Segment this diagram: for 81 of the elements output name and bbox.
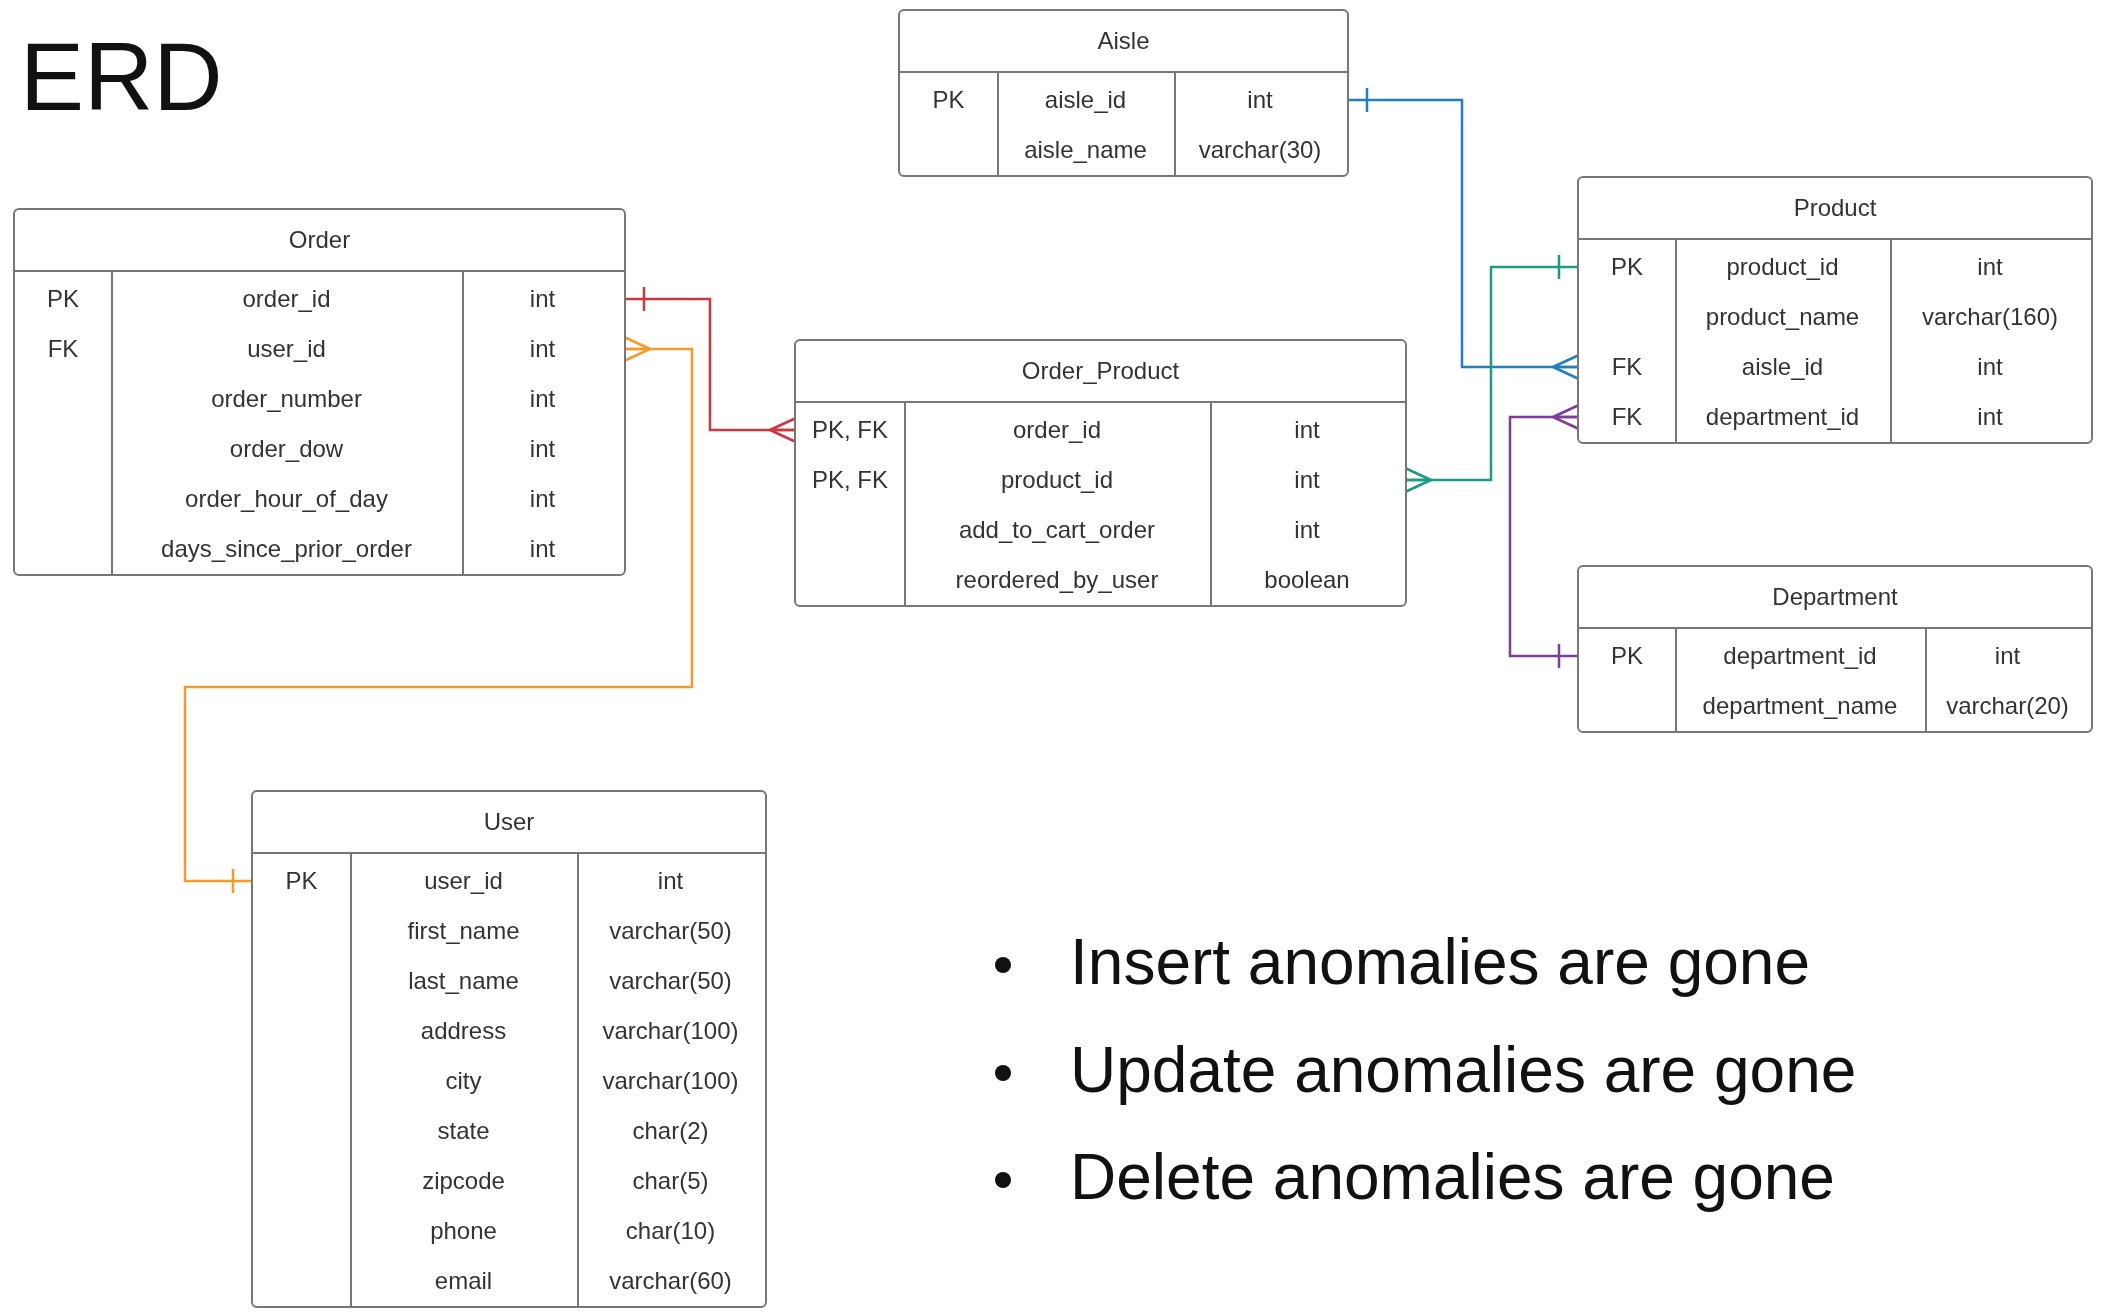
column-name: city [444, 1066, 483, 1096]
data-type: int [528, 534, 557, 564]
column-name: user_id [246, 334, 327, 364]
data-type: varchar(100) [601, 1066, 740, 1096]
data-type: char(5) [631, 1166, 710, 1196]
table-title: Order [288, 226, 351, 254]
bullet-text: Delete anomalies are gone [1070, 1140, 1835, 1214]
column-name: aisle_name [1023, 135, 1148, 165]
data-type: int [1976, 352, 2004, 382]
column-name: first_name [406, 916, 521, 946]
data-type: int [656, 866, 685, 896]
column-name: address [419, 1016, 508, 1046]
table-title: Product [1793, 194, 1877, 222]
column-name: add_to_cart_order [957, 515, 1157, 545]
column-name: reordered_by_user [954, 565, 1160, 595]
column-name: aisle_id [1740, 352, 1825, 382]
column-name: order_dow [228, 434, 345, 464]
table-title: Aisle [1097, 27, 1150, 55]
entity-table [251, 790, 767, 1308]
slide-title: ERD [20, 22, 223, 132]
column-name: product_id [999, 465, 1115, 495]
data-type: int [1246, 85, 1274, 115]
table-title: Order_Product [1021, 357, 1180, 385]
column-name: days_since_prior_order [160, 534, 413, 564]
data-type: int [1293, 515, 1321, 545]
table-title: User [483, 808, 535, 836]
key-label: PK [46, 284, 80, 314]
data-type: varchar(20) [1945, 691, 2070, 721]
table-title: Department [1772, 583, 1898, 611]
data-type: int [528, 284, 557, 314]
column-name: order_id [241, 284, 332, 314]
data-type: char(2) [631, 1116, 710, 1146]
key-label: PK, FK [811, 415, 889, 445]
data-type: int [1976, 252, 2004, 282]
column-name: department_name [1701, 691, 1899, 721]
key-label: PK [931, 85, 966, 115]
data-type: varchar(50) [608, 966, 733, 996]
data-type: varchar(100) [601, 1016, 740, 1046]
data-type: int [1293, 415, 1321, 445]
data-type: int [1293, 465, 1321, 495]
key-label: PK [284, 866, 319, 896]
column-name: order_id [1011, 415, 1103, 445]
key-label: PK [1610, 641, 1644, 671]
entity-table [13, 208, 626, 576]
bullet-text: Update anomalies are gone [1070, 1033, 1857, 1107]
column-name: aisle_id [1043, 85, 1128, 115]
column-name: phone [429, 1216, 498, 1246]
data-type: int [1993, 641, 2022, 671]
column-name: department_id [1704, 402, 1861, 432]
key-label: FK [1610, 352, 1644, 382]
entity-table [1577, 565, 2093, 733]
column-name: order_hour_of_day [184, 484, 389, 514]
entity-table [794, 339, 1407, 607]
column-name: department_id [1722, 641, 1878, 671]
entity-table [1577, 176, 2093, 444]
column-name: last_name [407, 966, 520, 996]
column-name: user_id [423, 866, 504, 896]
key-label: PK [1610, 252, 1644, 282]
data-type: int [528, 334, 557, 364]
column-name: state [436, 1116, 491, 1146]
key-label: FK [1610, 402, 1644, 432]
column-name: zipcode [421, 1166, 506, 1196]
column-name: order_number [210, 384, 363, 414]
data-type: char(10) [624, 1216, 717, 1246]
bullet-text: Insert anomalies are gone [1070, 925, 1810, 999]
data-type: varchar(30) [1197, 135, 1323, 165]
data-type: int [528, 484, 557, 514]
data-type: varchar(60) [608, 1266, 733, 1296]
data-type: varchar(160) [1920, 302, 2060, 332]
data-type: int [528, 434, 557, 464]
data-type: boolean [1263, 565, 1351, 595]
key-label: FK [46, 334, 80, 364]
entity-table [898, 9, 1349, 177]
key-label: PK, FK [811, 465, 889, 495]
data-type: varchar(50) [608, 916, 733, 946]
relationship-line [183, 335, 694, 895]
data-type: int [528, 384, 557, 414]
column-name: email [433, 1266, 494, 1296]
column-name: product_id [1725, 252, 1840, 282]
data-type: int [1976, 402, 2004, 432]
column-name: product_name [1704, 302, 1861, 332]
